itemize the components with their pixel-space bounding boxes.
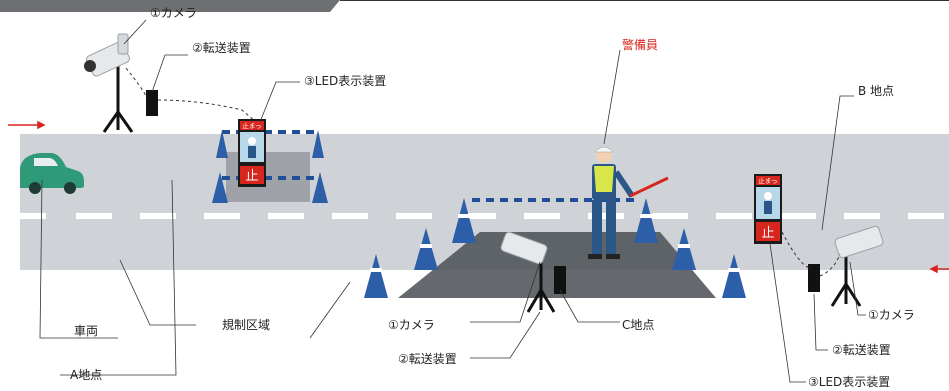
transfer-device-right-icon (808, 264, 820, 292)
svg-text:止: 止 (761, 226, 774, 241)
transfer-device-top-icon (146, 90, 158, 116)
label-guard: 警備員 (622, 38, 659, 52)
label-transfer-mid: ②転送装置 (398, 352, 457, 366)
guard-figure-icon (588, 146, 669, 259)
arrow-left-icon (929, 264, 949, 274)
label-point-a: A地点 (70, 368, 103, 382)
header-tab (0, 0, 340, 12)
label-led-top: ③LED表示装置 (304, 74, 387, 88)
cone-stripes (370, 214, 740, 272)
label-vehicle: 車両 (74, 324, 99, 338)
cone-group-a (212, 130, 328, 203)
arrow-right-icon (8, 120, 46, 130)
leader-lines (39, 19, 866, 383)
label-point-c: C地点 (622, 318, 655, 332)
led-sign-right: 止まっ 止 (754, 174, 782, 244)
svg-text:止: 止 (245, 169, 258, 184)
label-regulated-area: 規制区域 (222, 318, 271, 332)
camera-right-icon (830, 225, 884, 307)
lane-markings (20, 213, 944, 219)
cone-group-c (364, 198, 746, 298)
label-transfer-top: ②転送装置 (192, 41, 251, 55)
svg-text:止まっ: 止まっ (758, 176, 777, 185)
label-led-bottom: ③LED表示装置 (808, 375, 891, 389)
camera-top-icon (84, 33, 134, 133)
label-camera-top: ①カメラ (150, 6, 197, 20)
car-icon (20, 153, 84, 194)
svg-text:止まっ: 止まっ (242, 121, 261, 130)
label-point-b: B 地点 (858, 84, 895, 98)
cable-top (125, 67, 257, 123)
cable-right (781, 231, 841, 277)
pad-c (398, 232, 716, 298)
label-transfer-right: ②転送装置 (832, 343, 891, 357)
label-camera-right: ①カメラ (868, 308, 915, 322)
led-sign-top: 止まっ 止 (238, 119, 266, 187)
camera-mid-icon (500, 231, 556, 313)
label-camera-mid: ①カメラ (388, 318, 435, 332)
transfer-device-mid-icon (554, 266, 566, 294)
